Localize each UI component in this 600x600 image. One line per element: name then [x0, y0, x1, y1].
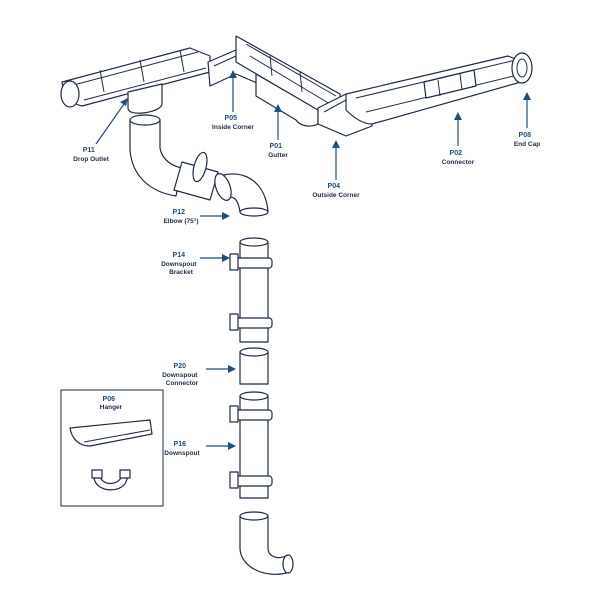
label-p11-code: P11: [83, 147, 95, 154]
part-labels: P11 Drop Outlet P05 Inside Corner P01 Gu…: [73, 107, 540, 457]
bracket-top: [235, 257, 273, 269]
label-p06-desc: Hanger: [100, 404, 123, 411]
bracket-bottom-mount: [229, 471, 239, 489]
label-p02: P02 Connector: [442, 142, 475, 166]
label-p20-desc-1: Downspout: [162, 372, 198, 379]
label-p04-code: P04: [328, 183, 341, 190]
label-p14-desc-1: Downspout: [161, 261, 197, 268]
drop-outlet: [127, 83, 163, 114]
gutter-connector: [423, 69, 477, 99]
label-p06-code: P06: [103, 396, 116, 403]
left-gutter-end: [60, 80, 80, 108]
hanger-gutter-piece: [69, 419, 153, 447]
downspout-assembly: [129, 114, 294, 575]
label-p12-code: P12: [173, 209, 186, 216]
label-p16: P16 Downspout: [164, 433, 200, 457]
hanger-inset: [60, 389, 164, 507]
callout-arrows: [95, 70, 531, 450]
arrow-p11: [95, 103, 125, 145]
label-p04-desc: Outside Corner: [312, 192, 360, 199]
label-p12: P12 Elbow (75°): [163, 201, 198, 225]
label-p08: P08 End Cap: [514, 124, 540, 148]
end-cap: [511, 52, 533, 84]
label-p20-code: P20: [174, 363, 187, 370]
label-p06: P06 Hanger: [100, 388, 123, 411]
label-p02-desc: Connector: [442, 159, 475, 166]
gutter-assembly: [60, 35, 533, 137]
label-p12-desc: Elbow (75°): [163, 217, 198, 225]
bracket-lower-mount: [229, 405, 239, 423]
label-p04: P04 Outside Corner: [312, 175, 360, 199]
label-p11-desc: Drop Outlet: [73, 156, 110, 163]
bracket-lower: [235, 409, 273, 421]
label-p08-desc: End Cap: [514, 141, 540, 148]
label-p01: P01 Gutter: [268, 135, 288, 159]
bracket-bottom: [235, 475, 273, 487]
upper-elbow: [129, 119, 183, 197]
label-p14: P14 Downspout Bracket: [161, 244, 201, 276]
label-p14-code: P14: [173, 252, 186, 259]
label-p20-desc-2: Connector: [166, 380, 199, 387]
bracket-mid: [235, 317, 273, 329]
bracket-mid-mount: [229, 313, 239, 331]
label-p05: P05 Inside Corner: [212, 107, 254, 131]
label-p08-code: P08: [519, 132, 532, 139]
label-p02-code: P02: [450, 150, 463, 157]
label-p16-desc: Downspout: [164, 450, 200, 457]
label-p14-desc-2: Bracket: [169, 269, 194, 276]
label-p05-desc: Inside Corner: [212, 124, 254, 131]
downspout-connector: [239, 351, 269, 385]
label-p20: P20 Downspout Connector: [162, 355, 202, 387]
label-p01-code: P01: [270, 143, 283, 150]
label-p16-code: P16: [174, 441, 187, 448]
label-p05-code: P05: [225, 115, 238, 122]
bracket-top-mount: [229, 253, 239, 271]
label-p01-desc: Gutter: [268, 152, 288, 159]
label-p11: P11 Drop Outlet: [73, 139, 110, 163]
